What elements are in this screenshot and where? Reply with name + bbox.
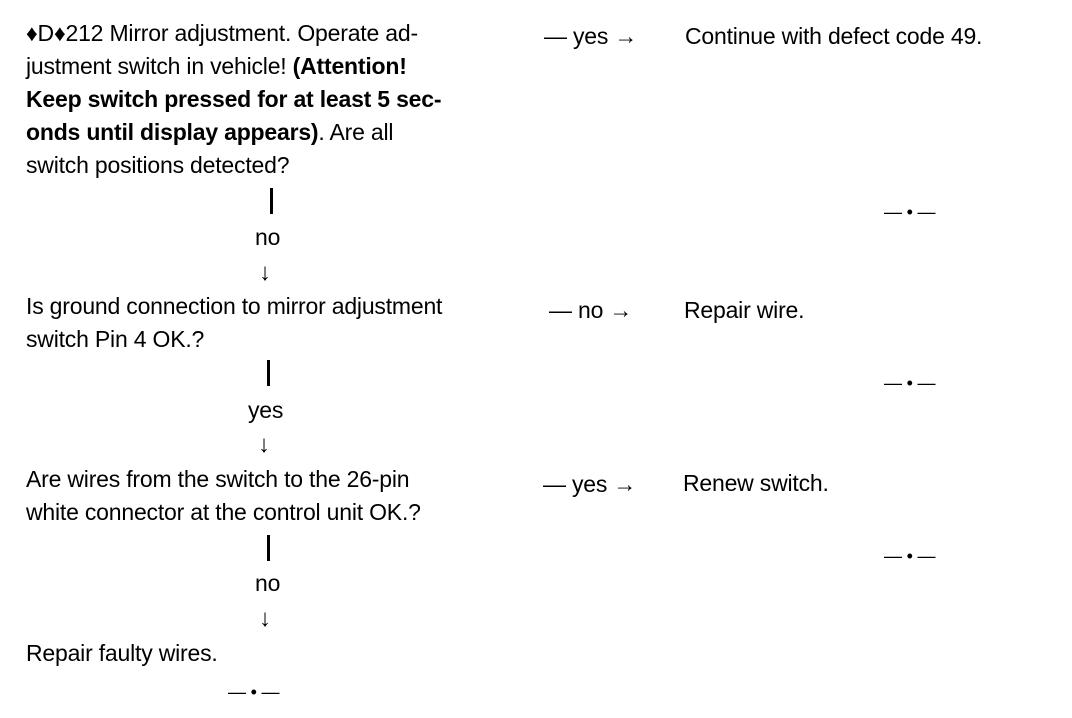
- step3-down-arrow: ↓: [259, 605, 271, 632]
- step4-final-action: Repair faulty wires.: [26, 640, 218, 666]
- step2-result: Repair wire.: [684, 297, 805, 323]
- step2-end-mark: — • —: [884, 373, 936, 393]
- step1-result: Continue with defect code 49.: [685, 23, 983, 49]
- step3-end-mark: — • —: [884, 546, 936, 566]
- step3-branch-yes: — yes →: [543, 471, 637, 497]
- step1-line-2: justment switch in vehicle! (Attention!: [26, 53, 407, 79]
- step1-down-arrow: ↓: [259, 259, 271, 286]
- step1-end-mark: — • —: [884, 202, 936, 222]
- step3-down-label: no: [255, 570, 281, 596]
- step2-flow-line: [267, 360, 270, 386]
- step2-down-arrow: ↓: [258, 431, 270, 458]
- step1-line-1: ♦D♦212 Mirror adjustment. Operate ad-: [26, 20, 418, 46]
- defect-code-prefix: ♦D♦212: [26, 20, 110, 46]
- step1-question: ♦D♦212 Mirror adjustment. Operate ad- ju…: [26, 17, 442, 182]
- step1-branch-yes: — yes →: [544, 23, 638, 49]
- step1-line-4: onds until display appears). Are all: [26, 119, 394, 145]
- step3-flow-line: [267, 535, 270, 561]
- step2-question: Is ground connection to mirror adjustmen…: [26, 293, 443, 352]
- step1-flow-line: [270, 188, 273, 214]
- step2-down-label: yes: [248, 397, 284, 423]
- step4-end-mark: — • —: [228, 682, 280, 702]
- step3-result: Renew switch.: [683, 470, 829, 496]
- step3-question: Are wires from the switch to the 26-pin …: [26, 466, 421, 525]
- step1-down-label: no: [255, 224, 281, 250]
- step2-branch-no: — no →: [549, 297, 633, 323]
- step1-line-3: Keep switch pressed for at least 5 sec-: [26, 86, 442, 112]
- step1-line-5: switch positions detected?: [26, 152, 290, 178]
